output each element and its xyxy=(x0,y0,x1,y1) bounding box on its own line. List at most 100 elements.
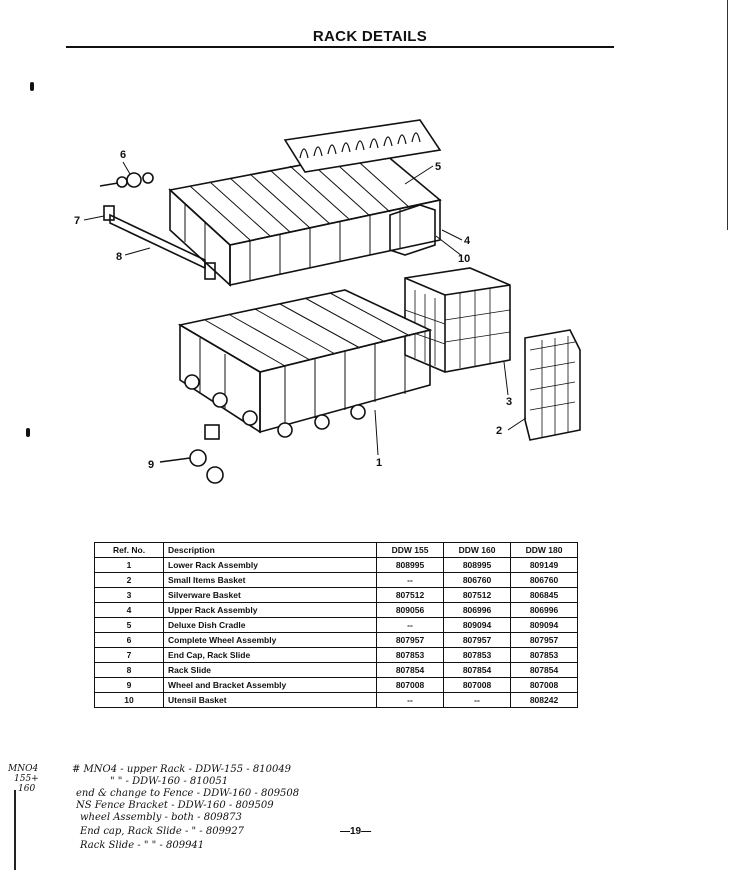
side-note-line: 160 xyxy=(18,784,36,794)
description: Rack Slide xyxy=(163,662,377,678)
part-ddw-160: 807854 xyxy=(443,662,511,678)
title-underline xyxy=(66,46,614,48)
ref-no: 7 xyxy=(94,647,164,663)
handwritten-note-line: # MNO4 - upper Rack - DDW-155 - 810049 xyxy=(72,764,292,775)
binder-hole-mark xyxy=(26,428,30,437)
description: Lower Rack Assembly xyxy=(163,557,377,573)
ref-no: 1 xyxy=(94,557,164,573)
margin-ink-line xyxy=(14,790,16,870)
description: End Cap, Rack Slide xyxy=(163,647,377,663)
header-ddw-160: DDW 160 xyxy=(443,542,511,558)
callout-1: 1 xyxy=(376,457,382,469)
part-ddw-155: 807008 xyxy=(376,677,444,693)
ref-no: 8 xyxy=(94,662,164,678)
side-note-line: 155+ xyxy=(14,774,39,784)
ref-no: 6 xyxy=(94,632,164,648)
part-ddw-160: 809094 xyxy=(443,617,511,633)
ref-no: 5 xyxy=(94,617,164,633)
description: Complete Wheel Assembly xyxy=(163,632,377,648)
part-ddw-180: 809149 xyxy=(510,557,578,573)
utensil-basket-illustration xyxy=(389,204,436,256)
callout-9: 9 xyxy=(148,459,154,471)
part-ddw-160: 806760 xyxy=(443,572,511,588)
handwritten-note-line: " " - DDW-160 - 810051 xyxy=(110,776,229,787)
header-ddw-155: DDW 155 xyxy=(376,542,444,558)
description: Utensil Basket xyxy=(163,692,377,708)
table-row: 9 Wheel and Bracket Assembly 807008 8070… xyxy=(94,677,578,693)
scan-edge-line xyxy=(727,0,728,230)
part-ddw-160: 807853 xyxy=(443,647,511,663)
part-ddw-180: 807008 xyxy=(510,677,578,693)
part-ddw-155: 809056 xyxy=(376,602,444,618)
description: Silverware Basket xyxy=(163,587,377,603)
part-ddw-180: 806845 xyxy=(510,587,578,603)
table-row: 1 Lower Rack Assembly 808995 808995 8091… xyxy=(94,557,578,573)
parts-table-header: Ref. No. Description DDW 155 DDW 160 DDW… xyxy=(94,542,578,558)
parts-table: Ref. No. Description DDW 155 DDW 160 DDW… xyxy=(94,542,578,708)
rack-slide-illustration xyxy=(103,205,216,280)
callout-8: 8 xyxy=(116,251,122,263)
small-items-basket-illustration xyxy=(524,329,581,441)
header-description: Description xyxy=(163,542,377,558)
handwritten-note-line: end & change to Fence - DDW-160 - 809508 xyxy=(76,788,300,799)
part-ddw-180: 808242 xyxy=(510,692,578,708)
part-ddw-160: 807512 xyxy=(443,587,511,603)
part-ddw-180: 807854 xyxy=(510,662,578,678)
handwritten-side-note: MNO4 155+ 160 xyxy=(8,764,39,794)
part-ddw-160: -- xyxy=(443,692,511,708)
part-ddw-155: -- xyxy=(376,692,444,708)
page-title: RACK DETAILS xyxy=(312,28,428,45)
callout-2: 2 xyxy=(496,425,502,437)
part-ddw-180: 806760 xyxy=(510,572,578,588)
rack-exploded-diagram: 5 4 10 3 2 1 9 7 8 6 xyxy=(74,119,581,484)
part-ddw-180: 807957 xyxy=(510,632,578,648)
table-row: 8 Rack Slide 807854 807854 807854 xyxy=(94,662,578,678)
handwritten-note-line: wheel Assembly - both - 809873 xyxy=(80,812,242,823)
table-row: 4 Upper Rack Assembly 809056 806996 8069… xyxy=(94,602,578,618)
table-row: 7 End Cap, Rack Slide 807853 807853 8078… xyxy=(94,647,578,663)
part-ddw-155: 808995 xyxy=(376,557,444,573)
callout-4: 4 xyxy=(464,235,471,247)
handwritten-note-line: End cap, Rack Slide - " - 809927 xyxy=(80,826,245,837)
callout-6: 6 xyxy=(120,149,126,161)
part-ddw-180: 806996 xyxy=(510,602,578,618)
table-row: 3 Silverware Basket 807512 807512 806845 xyxy=(94,587,578,603)
callout-10: 10 xyxy=(458,253,470,265)
header-ddw-180: DDW 180 xyxy=(510,542,578,558)
wheel-bracket-illustration xyxy=(159,424,224,484)
silverware-basket-illustration xyxy=(404,267,511,373)
ref-no: 3 xyxy=(94,587,164,603)
header-ref-no: Ref. No. xyxy=(94,542,164,558)
table-row: 10 Utensil Basket -- -- 808242 xyxy=(94,692,578,708)
handwritten-note-line: Rack Slide - " " - 809941 xyxy=(80,840,205,851)
description: Upper Rack Assembly xyxy=(163,602,377,618)
side-note-line: MNO4 xyxy=(8,764,39,774)
part-ddw-155: 807854 xyxy=(376,662,444,678)
part-ddw-160: 806996 xyxy=(443,602,511,618)
callout-3: 3 xyxy=(506,396,512,408)
callout-7: 7 xyxy=(74,215,80,227)
description: Wheel and Bracket Assembly xyxy=(163,677,377,693)
binder-hole-mark xyxy=(30,82,34,91)
table-row: 5 Deluxe Dish Cradle -- 809094 809094 xyxy=(94,617,578,633)
part-ddw-180: 807853 xyxy=(510,647,578,663)
ref-no: 2 xyxy=(94,572,164,588)
wheel-assembly-parts xyxy=(99,172,154,188)
description: Small Items Basket xyxy=(163,572,377,588)
part-ddw-155: 807853 xyxy=(376,647,444,663)
page-number: —19— xyxy=(340,826,372,837)
part-ddw-155: -- xyxy=(376,617,444,633)
part-ddw-160: 807957 xyxy=(443,632,511,648)
table-row: 2 Small Items Basket -- 806760 806760 xyxy=(94,572,578,588)
ref-no: 4 xyxy=(94,602,164,618)
part-ddw-155: 807512 xyxy=(376,587,444,603)
ref-no: 9 xyxy=(94,677,164,693)
part-ddw-155: 807957 xyxy=(376,632,444,648)
description: Deluxe Dish Cradle xyxy=(163,617,377,633)
table-row: 6 Complete Wheel Assembly 807957 807957 … xyxy=(94,632,578,648)
part-ddw-155: -- xyxy=(376,572,444,588)
dish-cradle-illustration xyxy=(283,119,442,173)
ref-no: 10 xyxy=(94,692,164,708)
part-ddw-180: 809094 xyxy=(510,617,578,633)
handwritten-note-line: NS Fence Bracket - DDW-160 - 809509 xyxy=(76,800,274,811)
